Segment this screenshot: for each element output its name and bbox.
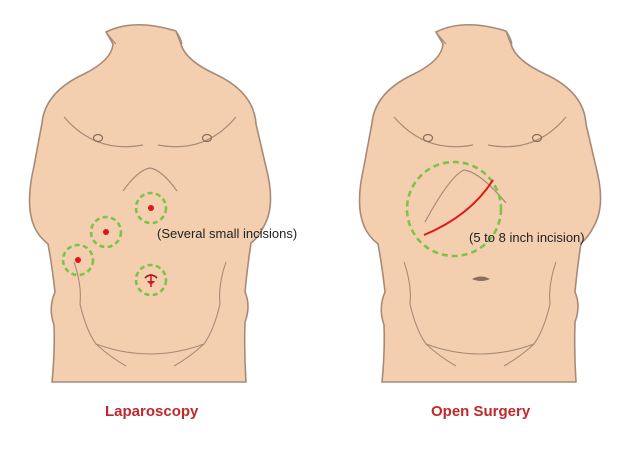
nipple-icon [201,133,213,143]
nipple-icon [92,133,104,143]
incision-marker [61,243,95,277]
open-surgery-note: (5 to 8 inch incision) [469,230,585,245]
large-incision-marker [405,160,503,258]
incision-marker [89,215,123,249]
navel-incision-marker [134,263,168,297]
laparoscopy-torso [28,23,272,383]
incision-marker [134,191,168,225]
laparoscopy-note: (Several small incisions) [157,226,298,241]
nipple-icon [422,133,434,143]
open-surgery-torso [358,23,602,383]
nipple-icon [531,133,543,143]
laparoscopy-title: Laparoscopy [105,403,199,420]
navel-icon [472,276,490,281]
open-surgery-title: Open Surgery [431,403,531,420]
